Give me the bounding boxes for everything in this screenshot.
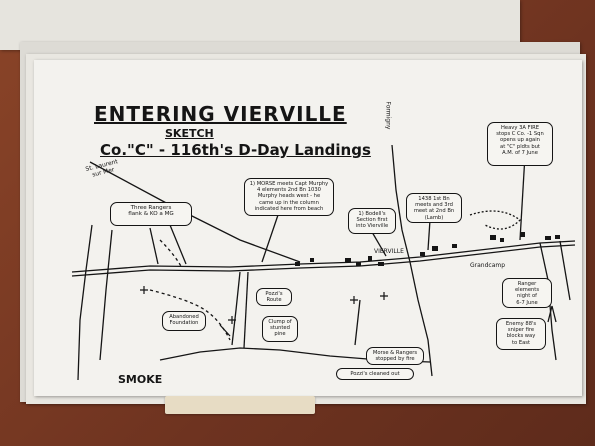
box-bodell: 1) Bodell's Section first into Vierville xyxy=(348,208,396,234)
label-smoke: SMOKE xyxy=(118,373,163,386)
label-vierville: VIERVILLE xyxy=(374,248,404,255)
box-sniper: Enemy 88's sniper fire blocks way to Eas… xyxy=(496,318,546,350)
box-clump: Clump of stunted pine xyxy=(262,316,298,342)
label-grandcamp: Grandcamp xyxy=(470,262,506,269)
box-three-rangers: Three Rangers flank & KO a MG xyxy=(110,202,192,226)
box-heavy-fire: Heavy 3A FIRE stops C Co. -1 Sqn opens u… xyxy=(487,122,553,166)
box-morse: 1) MORSE meets Capt Murphy 4 elements 2n… xyxy=(244,178,334,216)
west-road xyxy=(77,224,93,381)
village-buildings xyxy=(295,232,560,266)
label-formigny: Formigny xyxy=(384,101,392,130)
map-subtitle: SKETCH xyxy=(165,127,214,140)
west-road-2 xyxy=(99,229,113,361)
folder-tab xyxy=(165,396,315,414)
box-morse-ranger: Morse & Rangers stopped by fire xyxy=(366,347,424,365)
st-laurent-road xyxy=(89,161,301,263)
main-road-edge xyxy=(71,244,576,277)
draw-road-2 xyxy=(243,271,249,349)
south-road xyxy=(409,261,433,377)
enemy-positions xyxy=(140,286,388,324)
box-abandoned: Abandoned Foundation xyxy=(162,311,206,331)
east-road-2 xyxy=(559,240,571,301)
background-paper-top xyxy=(0,0,520,50)
map-heading: Co."C" - 116th's D-Day Landings xyxy=(100,141,371,159)
formigny-road xyxy=(391,144,411,263)
draw-road xyxy=(231,271,241,346)
east-route xyxy=(469,210,521,230)
box-pozzi-route: Pozzi's Route xyxy=(256,288,292,306)
box-ranger-elements: Ranger elements night of 6-7 June xyxy=(502,278,552,308)
ranger-route xyxy=(159,239,183,269)
north-arrow xyxy=(547,305,557,323)
box-pozzi-cleaned: Pozzi's cleaned out xyxy=(336,368,414,380)
box-bn-meet: 1438 1st Bn meets and 3rd meet at 2nd Bn… xyxy=(406,193,462,223)
map-title: ENTERING VIERVILLE xyxy=(94,102,347,126)
